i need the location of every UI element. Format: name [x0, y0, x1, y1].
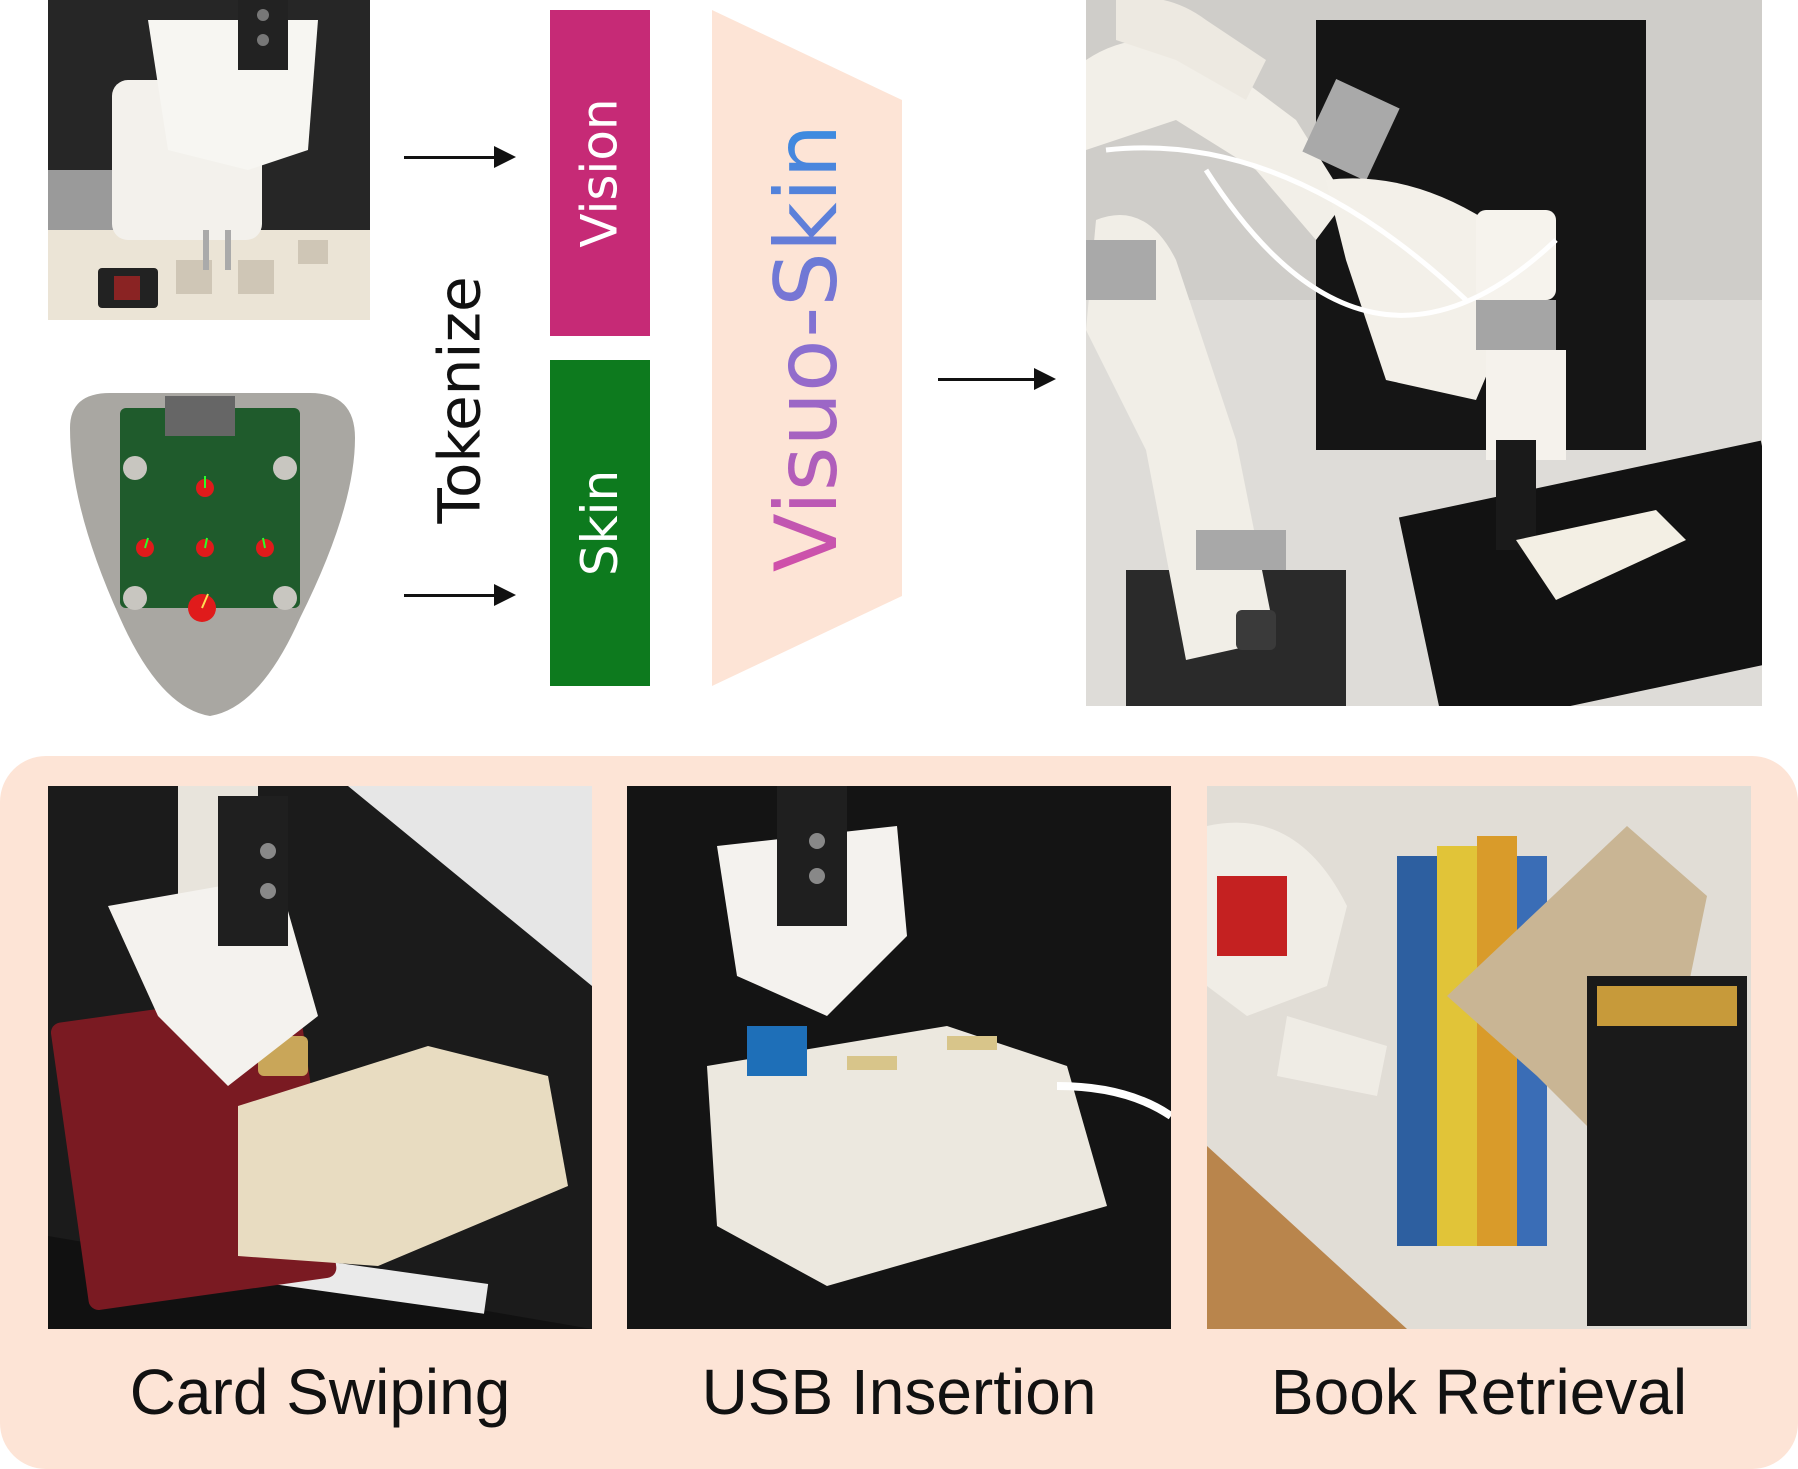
task-caption-usb-insertion: USB Insertion [701, 1356, 1097, 1428]
task-caption-card-swiping: Card Swiping [129, 1356, 511, 1428]
task-caption-book-retrieval: Book Retrieval [1270, 1356, 1688, 1428]
vision-token-label: Vision [571, 98, 629, 248]
usb-insertion-photo [627, 786, 1171, 1329]
tokenize-label: Tokenize [426, 276, 495, 524]
arrow-robot [938, 368, 1058, 390]
skin-token-label: Skin [571, 469, 629, 577]
arrow-vision [404, 146, 516, 168]
card-swiping-photo [48, 786, 592, 1329]
skin-sensor-photo [50, 388, 370, 720]
visuo-skin-model: Visuo-Skin [712, 10, 902, 686]
visuo-skin-label: Visuo-Skin [757, 123, 857, 573]
skin-token: Skin [550, 360, 650, 686]
book-retrieval-photo [1207, 786, 1751, 1329]
arrow-skin [404, 584, 516, 606]
robot-arm-photo [1086, 0, 1762, 706]
vision-token: Vision [550, 10, 650, 336]
plug-insertion-photo [48, 0, 370, 320]
